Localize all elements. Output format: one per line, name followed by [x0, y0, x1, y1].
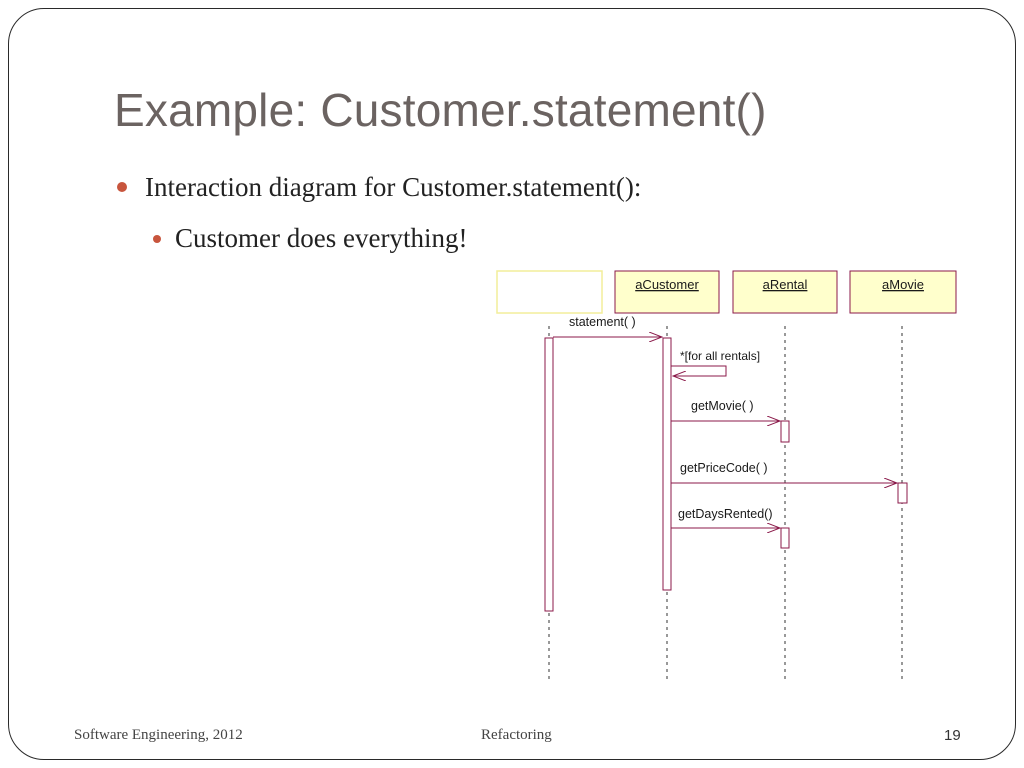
bullet-dot-icon — [117, 182, 127, 192]
activation-amovie — [897, 482, 908, 504]
object-box-acustomer: aCustomer — [614, 270, 720, 314]
message-label-getmovie: getMovie( ) — [691, 399, 754, 413]
message-label-getdaysrented: getDaysRented() — [678, 507, 773, 521]
object-label: aMovie — [882, 277, 924, 292]
slide-title: Example: Customer.statement() — [114, 84, 767, 136]
activation-arental-1 — [780, 420, 790, 443]
bullet-text: Interaction diagram for Customer.stateme… — [145, 172, 642, 202]
object-box-arental: aRental — [732, 270, 838, 314]
bullet-level1: Interaction diagram for Customer.stateme… — [117, 172, 642, 203]
object-label: aCustomer — [635, 277, 699, 292]
object-label: aRental — [763, 277, 808, 292]
slide-frame — [8, 8, 1016, 760]
bullet-text: Customer does everything! — [175, 223, 468, 253]
message-arrow-loop — [671, 365, 727, 376]
message-label-loop: *[for all rentals] — [680, 349, 760, 363]
footer-topic: Refactoring — [481, 727, 552, 743]
activation-arental-2 — [780, 527, 790, 549]
activation-unnamed — [544, 337, 554, 612]
bullet-dot-icon — [153, 235, 161, 243]
object-box-unnamed — [496, 270, 603, 314]
message-label-statement: statement( ) — [569, 315, 636, 329]
bullet-level2: Customer does everything! — [153, 223, 468, 254]
message-label-getpricecode: getPriceCode( ) — [680, 461, 768, 475]
footer-course: Software Engineering, 2012 — [74, 727, 243, 743]
page-number: 19 — [944, 727, 961, 744]
object-box-amovie: aMovie — [849, 270, 957, 314]
activation-acustomer — [662, 337, 672, 591]
